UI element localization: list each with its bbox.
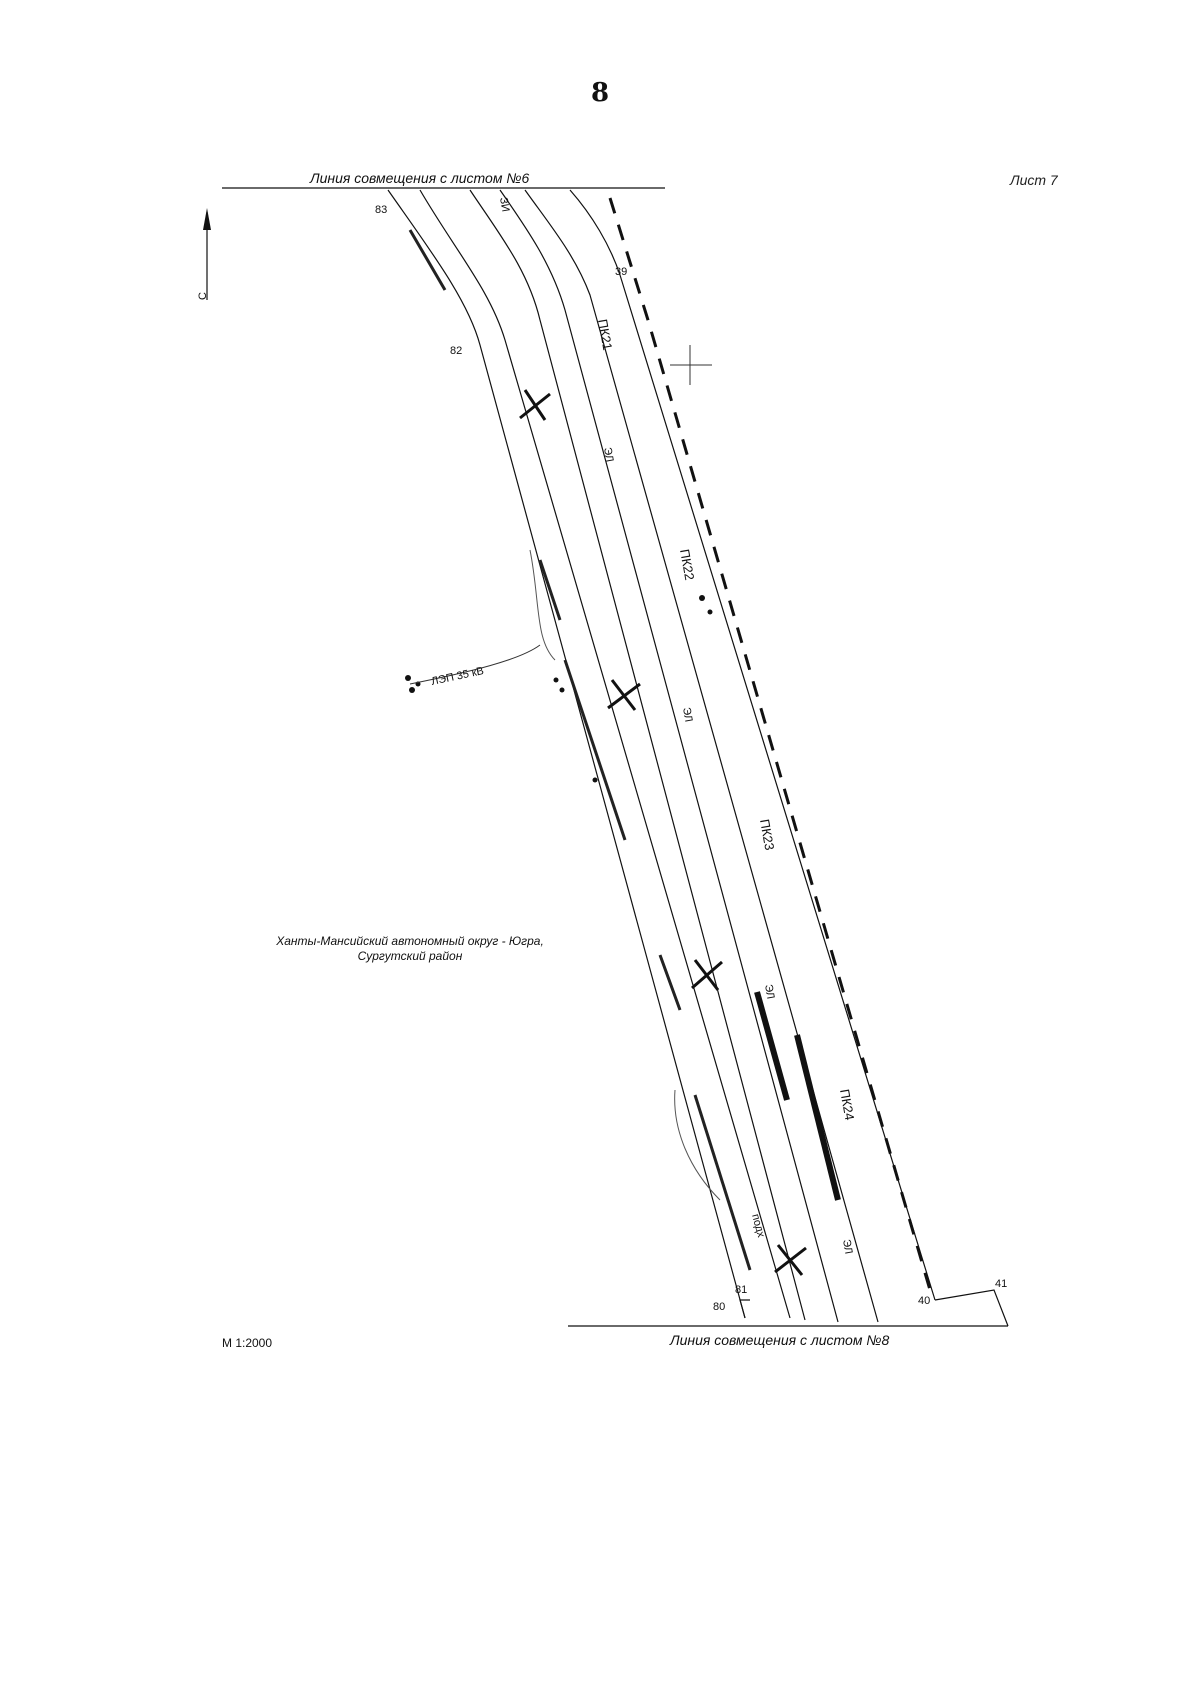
picket-pk22: ПК22 xyxy=(677,548,697,582)
annotation-zi: ЗИ xyxy=(497,196,511,212)
corridor-left-edge xyxy=(387,189,746,1319)
structure-bars xyxy=(754,991,841,1201)
corridor-right-edge xyxy=(569,189,936,1301)
point-label-80: 80 xyxy=(713,1301,725,1313)
annotation-el-4: ЭЛ xyxy=(840,1238,854,1255)
crosshair-icon xyxy=(670,345,712,385)
point-label-40: 40 xyxy=(918,1295,930,1307)
point-label-83: 83 xyxy=(375,204,387,216)
annotation-power-line: ЛЭП 35 кВ xyxy=(430,665,485,688)
picket-pk23: ПК23 xyxy=(757,818,777,852)
picket-pk21: ПК21 xyxy=(595,318,615,352)
north-arrow-label: С xyxy=(197,292,209,300)
page-number: 8 xyxy=(590,78,610,108)
crossing-markers xyxy=(519,389,807,1276)
region-label: Ханты-Мансийский автономный округ - Югра… xyxy=(240,934,580,964)
point-label-82: 82 xyxy=(450,345,462,357)
north-arrow-icon: С xyxy=(197,208,211,300)
point-label-41: 41 xyxy=(995,1278,1007,1290)
annotation-el-1: ЭЛ xyxy=(601,446,615,463)
annotation-el-3: ЭЛ xyxy=(762,983,776,1000)
point-label-39: 39 xyxy=(615,266,627,278)
point-symbols xyxy=(405,595,713,783)
region-line-2: Сургутский район xyxy=(357,949,463,963)
scale-label: М 1:2000 xyxy=(222,1336,273,1350)
annotation-el-2: ЭЛ xyxy=(680,706,694,723)
sheet-label: Лист 7 xyxy=(1010,172,1058,188)
embankment-hatching xyxy=(408,229,752,1271)
match-line-bottom-label: Линия совмещения с листом №8 xyxy=(670,1332,890,1348)
annotation-podkh: подх xyxy=(749,1213,767,1240)
power-line xyxy=(409,644,541,685)
picket-pk24: ПК24 xyxy=(837,1088,857,1122)
dashed-boundary xyxy=(608,197,932,1291)
corridor-lines xyxy=(387,189,1009,1327)
point-label-81: 81 xyxy=(735,1284,747,1296)
match-line-top-label: Линия совмещения с листом №6 xyxy=(310,170,530,186)
region-line-1: Ханты-Мансийский автономный округ - Югра… xyxy=(276,934,544,948)
